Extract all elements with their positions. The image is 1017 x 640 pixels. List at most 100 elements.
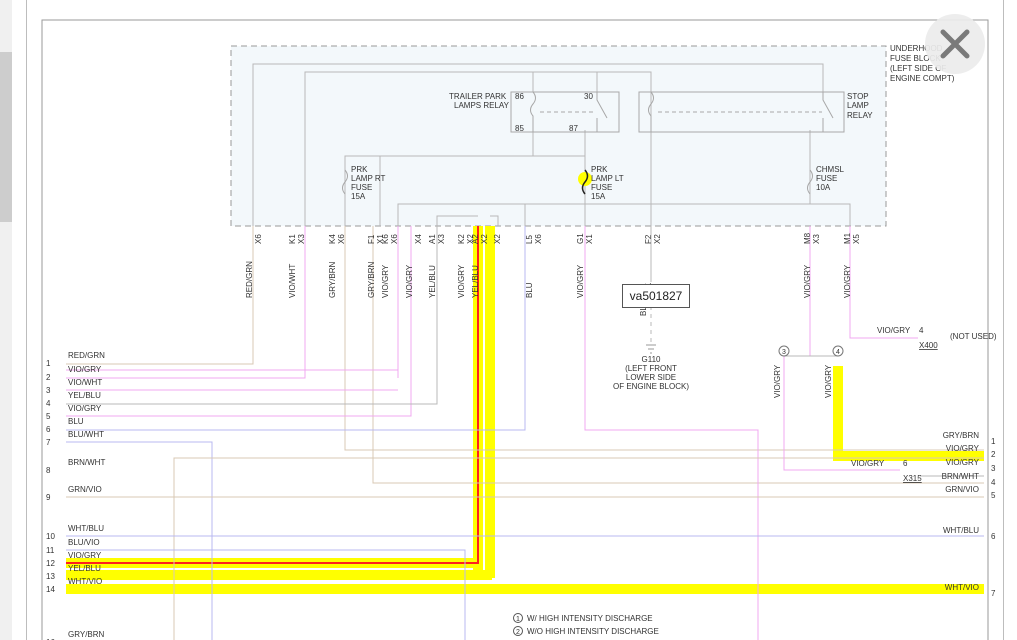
relay-pin-30: 30 (584, 92, 593, 101)
terminal-cavity-11: G1 (576, 233, 585, 244)
left-row-number: 7 (46, 438, 51, 447)
terminal-wire-color-13: VIO/GRY (803, 264, 812, 298)
terminal-cavity-1: K1 (288, 234, 297, 244)
right-row-number: 6 (991, 532, 996, 541)
fuse-block-label-2: FUSE BLOCK (890, 54, 941, 63)
terminal-wire-color-5: VIO/GRY (405, 264, 414, 298)
not-used-pin: 4 (919, 326, 924, 335)
scrollbar-thumb[interactable] (0, 52, 12, 222)
terminal-wire-color-4: VIO/GRY (381, 264, 390, 298)
note-2-symbol (513, 626, 523, 636)
left-row-color: BLU/WHT (68, 430, 104, 439)
terminal-wire-color-1: VIO/WHT (288, 264, 297, 298)
left-harness-rows: 1RED/GRN2VIO/GRY3VIO/WHT4YEL/BLU5VIO/GRY… (46, 351, 105, 640)
terminal-wire-color-6: YEL/BLU (428, 265, 437, 298)
terminal-wire-color-2: GRY/BRN (328, 261, 337, 298)
note-1-symbol (513, 613, 523, 623)
splice-3-wire: VIO/GRY (773, 364, 782, 398)
fuse-rt-label-2: LAMP RT (351, 174, 385, 183)
terminal-pin-8: X2 (480, 234, 489, 244)
terminal-labels: X6RED/GRNX3K1VIO/WHTX6K4GRY/BRNX1F1GRY/B… (245, 232, 861, 298)
left-row-color: BLU (68, 417, 84, 426)
note-1-number: 1 (516, 616, 520, 623)
terminal-cavity-7: K2 (457, 234, 466, 244)
close-button[interactable] (925, 14, 985, 74)
terminal-pin-10: X6 (534, 234, 543, 244)
x315-color: VIO/GRY (851, 459, 885, 468)
terminal-pin-7: X2 (466, 234, 475, 244)
right-row-color: VIO/GRY (946, 444, 980, 453)
left-row-color: VIO/GRY (68, 365, 102, 374)
terminal-pin-6: X3 (437, 234, 446, 244)
ground-label-3: LOWER SIDE (626, 373, 676, 382)
terminal-cavity-14: M1 (843, 232, 852, 244)
left-row-color: VIO/GRY (68, 551, 102, 560)
ground-label-4: OF ENGINE BLOCK) (613, 382, 689, 391)
trailer-park-lamps-relay (510, 91, 620, 133)
fuse-rt-label-3: FUSE (351, 183, 372, 192)
image-id-tooltip: va501827 (622, 284, 690, 308)
terminal-wire-color-14: VIO/GRY (843, 264, 852, 298)
left-row-number: 16 (46, 638, 55, 640)
left-row-color: BRN/WHT (68, 458, 105, 467)
left-row-color: WHT/BLU (68, 524, 104, 533)
terminal-pin-14: X5 (852, 234, 861, 244)
terminal-wire-color-8: YEL/BLU (471, 265, 480, 298)
left-row-number: 2 (46, 373, 51, 382)
left-row-number: 3 (46, 386, 51, 395)
right-harness-rows: 1GRY/BRN2VIO/GRY3VIO/GRY4BRN/WHT5GRN/VIO… (942, 431, 996, 598)
not-used-color: VIO/GRY (877, 326, 911, 335)
left-row-number: 1 (46, 359, 51, 368)
fuse-chmsl-label-1: CHMSL (816, 165, 845, 174)
note-1-text: W/ HIGH INTENSITY DISCHARGE (527, 614, 653, 623)
left-row-number: 6 (46, 425, 51, 434)
right-row-number: 1 (991, 437, 996, 446)
fuse-lt-label-4: 15A (591, 192, 606, 201)
terminal-cavity-4: K6 (381, 234, 390, 244)
terminal-pin-11: X1 (585, 234, 594, 244)
terminal-cavity-13: M8 (803, 232, 812, 244)
fuse-rt-label-4: 15A (351, 192, 366, 201)
terminal-pin-0: X6 (254, 234, 263, 244)
close-icon (940, 29, 970, 59)
not-used-label: (NOT USED) (950, 332, 997, 341)
terminal-pin-9: X2 (493, 234, 502, 244)
x315-pin: 6 (903, 459, 908, 468)
right-row-color: WHT/BLU (943, 526, 979, 535)
stop-lamp-relay (638, 91, 845, 133)
terminal-cavity-6: A1 (428, 234, 437, 244)
terminal-pin-1: X3 (297, 234, 306, 244)
fuse-block-label-1: UNDERHOOD (890, 44, 943, 53)
vertical-scrollbar[interactable] (0, 0, 12, 640)
left-row-color: WHT/VIO (68, 577, 102, 586)
left-row-number: 10 (46, 532, 55, 541)
terminal-wire-color-11: VIO/GRY (576, 264, 585, 298)
left-row-color: GRY/BRN (68, 630, 105, 639)
terminal-cavity-8: A2 (471, 234, 480, 244)
terminal-pin-3: X1 (376, 234, 385, 244)
right-row-color: GRY/BRN (943, 431, 980, 440)
terminal-cavity-2: K4 (328, 234, 337, 244)
left-row-number: 5 (46, 412, 51, 421)
left-row-number: 12 (46, 559, 55, 568)
fuse-rt-label-1: PRK (351, 165, 368, 174)
terminal-wire-color-10: BLU (525, 282, 534, 298)
left-row-number: 9 (46, 493, 51, 502)
right-row-number: 7 (991, 589, 996, 598)
left-row-number: 13 (46, 572, 55, 581)
right-row-color: WHT/VIO (945, 583, 979, 592)
left-row-number: 8 (46, 466, 51, 475)
right-row-number: 4 (991, 478, 996, 487)
relay-pin-87: 87 (569, 124, 578, 133)
fuse-block-label-4: ENGINE COMPT) (890, 74, 955, 83)
relay-pin-86: 86 (515, 92, 524, 101)
fuse-lt-symbol (581, 169, 589, 195)
red-highlight-wire (66, 226, 479, 564)
trailer-relay-label-2: LAMPS RELAY (454, 101, 510, 110)
ground-wire-label: BLK (639, 300, 648, 316)
stop-relay-label-1: STOP (847, 92, 869, 101)
left-row-number: 4 (46, 399, 51, 408)
terminal-wire-color-3: GRY/BRN (367, 261, 376, 298)
right-row-number: 2 (991, 450, 996, 459)
